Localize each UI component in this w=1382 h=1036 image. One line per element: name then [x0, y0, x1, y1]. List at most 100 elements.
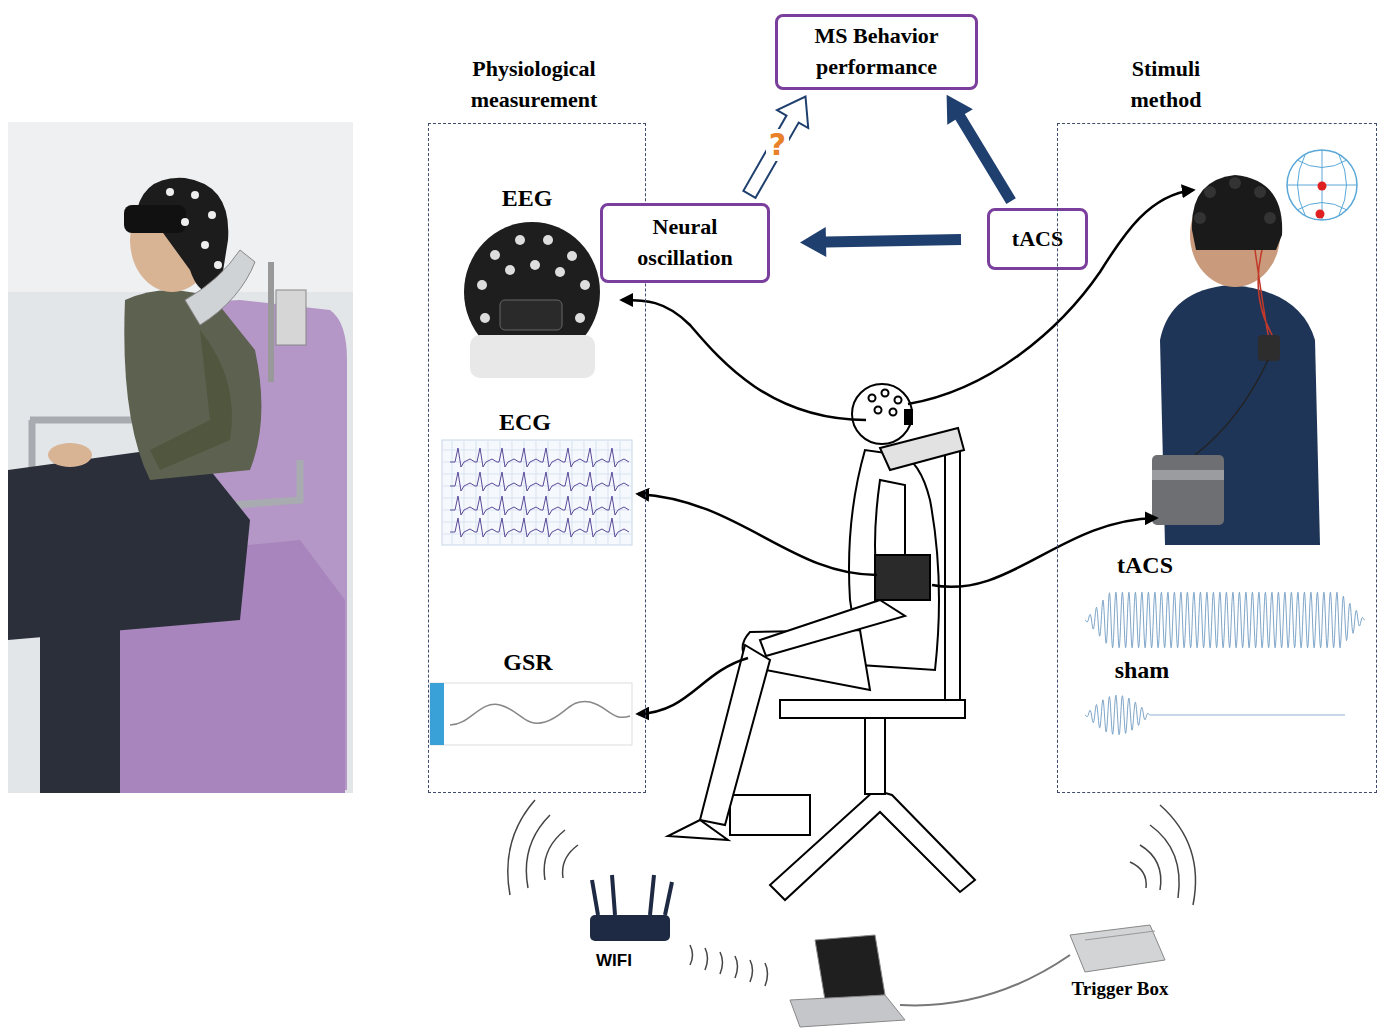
- wireless-equipment-part: [1130, 805, 1196, 905]
- participant-photo-part: [166, 188, 174, 196]
- ecg-grid: [464, 441, 465, 544]
- tacs-wearer-image-part: [1194, 212, 1206, 224]
- tacs-wearer-image: [1152, 150, 1357, 545]
- tacs-wearer-image-part: [1258, 335, 1280, 361]
- eeg-cap-image-part: [470, 335, 595, 378]
- ecg-trace-image-part: [442, 440, 632, 545]
- panel-heading: Physiological measurement: [414, 54, 654, 116]
- ecg-trace: [450, 472, 629, 491]
- ecg-grid: [596, 441, 597, 544]
- ecg-trace: [450, 518, 629, 537]
- tacs-wearer-image-part: [1318, 182, 1327, 191]
- participant-photo-part: [268, 262, 274, 382]
- stimulation-waveforms-part: [1085, 695, 1345, 735]
- device-label: WIFI: [596, 951, 632, 971]
- participant-photo-part: [276, 290, 306, 345]
- seated-person-sketch-part: [852, 384, 912, 444]
- seated-person-sketch-part: [869, 395, 876, 402]
- tacs-wearer-image-part: [1204, 186, 1216, 198]
- participant-photo-part: [191, 191, 199, 199]
- ecg-trace-image: [442, 440, 632, 545]
- eeg-cap-image-part: [580, 280, 590, 290]
- wireless-equipment-part: [590, 915, 670, 941]
- participant-photo-part: [40, 600, 120, 793]
- seated-person-sketch: [668, 384, 975, 900]
- waveform-label: sham: [1115, 656, 1170, 685]
- tacs-wearer-image-part: [1254, 186, 1266, 198]
- ecg-grid: [620, 441, 621, 544]
- wireless-equipment: [508, 800, 1196, 1027]
- device-label: Trigger Box: [1072, 978, 1169, 1001]
- eeg-cap-image-part: [567, 251, 577, 261]
- wireless-equipment-part: [1070, 925, 1165, 972]
- modality-label: GSR: [503, 648, 552, 677]
- ecg-grid: [560, 441, 561, 544]
- ecg-grid: [443, 534, 631, 535]
- tacs-wearer-image-part: [1195, 360, 1268, 455]
- participant-photo-part: [124, 290, 261, 480]
- eeg-cap-image-part: [480, 313, 490, 323]
- eeg-cap-image-part: [505, 265, 515, 275]
- participant-photo-part: [135, 178, 228, 293]
- ecg-grid: [476, 441, 477, 544]
- tacs-wearer-image-part: [1192, 175, 1282, 250]
- seated-person-sketch-part: [895, 397, 902, 404]
- ecg-grid: [443, 510, 631, 511]
- gsr-trace-image-part: [430, 683, 444, 745]
- solid-arrow: [800, 227, 961, 257]
- gsr-trace-image-part: [450, 701, 630, 725]
- box-label: Neural oscillation: [611, 212, 759, 274]
- seated-person-sketch-part: [849, 450, 939, 670]
- stimulation-waveforms-part: [1085, 592, 1365, 648]
- tacs-wearer-image-part: [1152, 470, 1224, 480]
- ecg-grid: [443, 474, 631, 475]
- seated-person-sketch-part: [875, 555, 930, 600]
- modality-label: EEG: [502, 184, 553, 213]
- ecg-grid: [443, 522, 631, 523]
- wireless-equipment-part: [592, 875, 672, 915]
- wireless-equipment-part: [1085, 931, 1155, 940]
- participant-photo-part: [150, 330, 232, 470]
- eeg-cap-image-part: [575, 313, 585, 323]
- seated-person-sketch-part: [760, 600, 905, 656]
- ecg-trace: [450, 496, 629, 515]
- eeg-cap-image-part: [500, 300, 562, 330]
- tacs-wearer-image-part: [1316, 210, 1325, 219]
- tacs-wearer-image-part: [1229, 177, 1241, 189]
- panel-heading: Stimuli method: [1106, 54, 1226, 116]
- sensor-leader-curves-part: [638, 658, 748, 714]
- sensor-leader-curves-part: [638, 494, 877, 575]
- seated-person-sketch-part: [882, 390, 889, 397]
- eeg-cap-image-part: [515, 235, 525, 245]
- seated-person-sketch-part: [700, 645, 770, 825]
- ecg-grid: [512, 441, 513, 544]
- eeg-cap-image-part: [490, 250, 500, 260]
- stimulation-waveforms: [1085, 592, 1365, 735]
- edge-label: ?: [766, 129, 789, 161]
- ecg-grid: [443, 486, 631, 487]
- tacs-wearer-image-part: [1255, 250, 1275, 345]
- box-label: tACS: [1012, 224, 1063, 255]
- ecg-grid: [443, 462, 631, 463]
- tacs-wearer-image-part: [1152, 455, 1224, 525]
- ecg-grid: [608, 441, 609, 544]
- ecg-grid: [584, 441, 585, 544]
- hollow-arrow: [743, 97, 808, 198]
- seated-person-sketch-part: [730, 795, 810, 835]
- sensor-leader-curves-part: [622, 300, 866, 420]
- process-box: tACS: [987, 208, 1088, 270]
- solid-arrow: [947, 95, 1016, 204]
- ecg-grid: [452, 441, 453, 544]
- seated-person-sketch-part: [945, 440, 960, 712]
- ecg-grid: [443, 450, 631, 451]
- wireless-equipment-part: [790, 995, 905, 1027]
- participant-photo-part: [181, 218, 189, 226]
- waveform-label: tACS: [1117, 551, 1173, 580]
- participant-photo-part: [48, 443, 92, 467]
- participant-photo-part: [8, 122, 353, 292]
- eeg-cap-image-part: [555, 267, 565, 277]
- participant-photo-part: [185, 250, 255, 325]
